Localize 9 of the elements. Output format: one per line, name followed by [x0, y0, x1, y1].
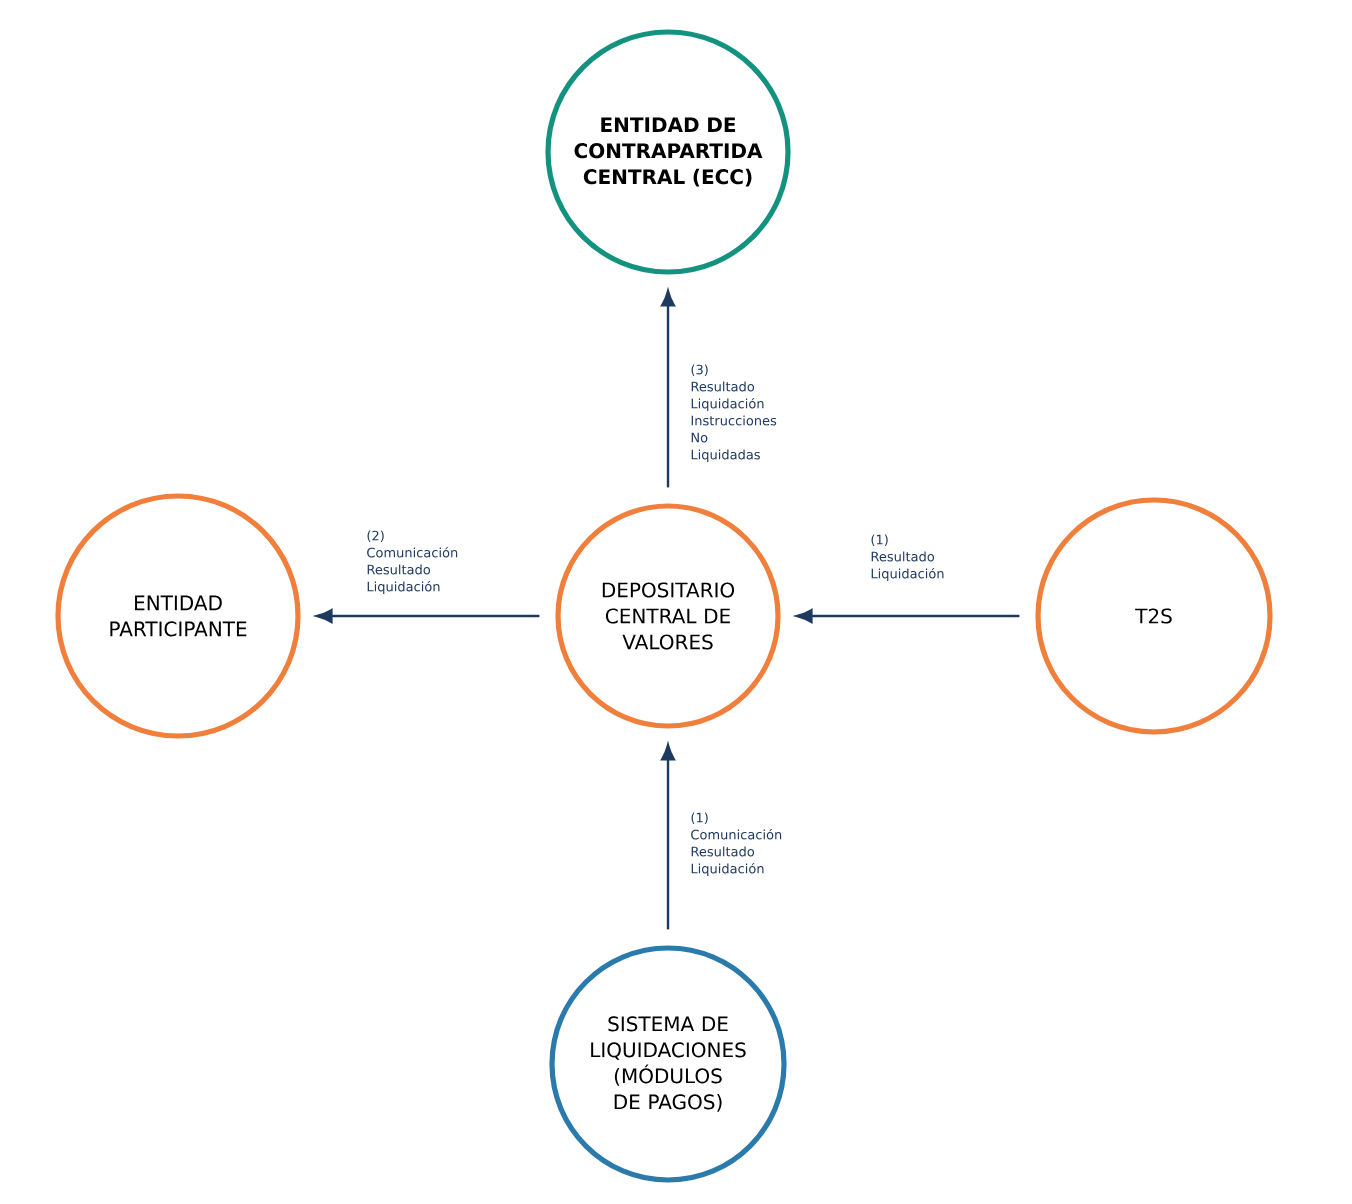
- arrow: [660, 744, 676, 930]
- circle-node: DEPOSITARIO CENTRAL DE VALORES: [555, 503, 781, 729]
- arrow: [796, 608, 1020, 624]
- circle-node: ENTIDAD DE CONTRAPARTIDA CENTRAL (ECC): [545, 29, 791, 275]
- arrow: [660, 290, 676, 488]
- circle-node: T2S: [1035, 497, 1273, 735]
- circle-node: SISTEMA DE LIQUIDACIONES (MÓDULOS DE PAGOS): [549, 945, 787, 1183]
- circle-node: ENTIDAD PARTICIPANTE: [55, 493, 301, 739]
- arrow: [316, 608, 540, 624]
